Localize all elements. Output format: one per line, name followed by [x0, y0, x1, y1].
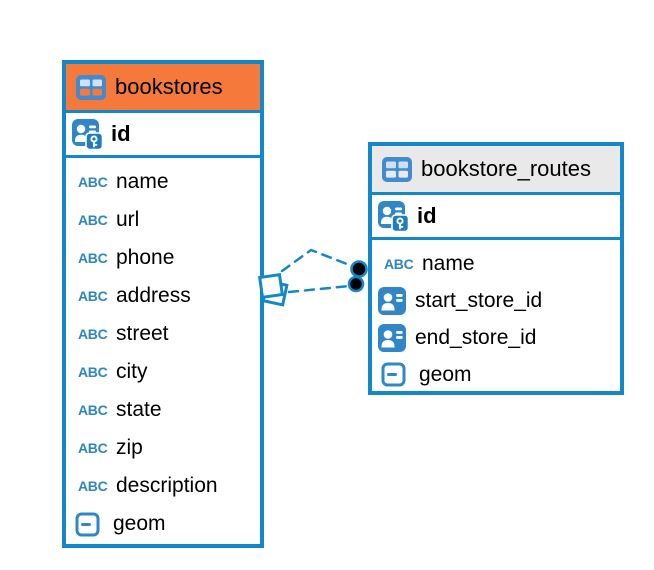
column-row[interactable]: geom — [372, 356, 620, 393]
varchar-type-icon: ABC — [78, 288, 108, 304]
relation-target-dot[interactable] — [350, 260, 368, 278]
primary-key-name: id — [111, 121, 131, 146]
primary-key-icon — [378, 200, 409, 232]
column-name: name — [422, 251, 475, 275]
column-row[interactable]: ABC state — [66, 391, 260, 429]
varchar-type-icon: ABC — [78, 326, 108, 342]
relation-line[interactable] — [287, 284, 352, 294]
object-type-icon — [378, 362, 410, 387]
column-list: ABC name ABC url ABC phone ABC address A… — [66, 158, 260, 543]
table-icon — [76, 74, 106, 100]
table-header[interactable]: bookstore_routes — [372, 146, 620, 195]
relation-target-dot[interactable] — [347, 275, 365, 293]
varchar-type-icon: ABC — [78, 478, 108, 494]
varchar-type-icon: ABC — [78, 250, 108, 266]
varchar-type-icon: ABC — [78, 364, 108, 380]
column-name: description — [116, 474, 218, 497]
column-row[interactable]: ABC name — [372, 245, 620, 282]
varchar-type-icon: ABC — [78, 440, 108, 456]
column-name: name — [116, 170, 169, 193]
column-list: ABC name start_store_id — [372, 240, 620, 393]
column-name: state — [116, 398, 162, 421]
column-row[interactable]: ABC street — [66, 315, 260, 353]
column-row[interactable]: ABC zip — [66, 429, 260, 467]
column-row[interactable]: ABC description — [66, 467, 260, 505]
varchar-type-icon: ABC — [78, 174, 108, 190]
object-type-icon — [72, 512, 104, 537]
column-name: phone — [116, 246, 175, 269]
column-name: start_store_id — [415, 288, 543, 312]
column-name: url — [116, 208, 140, 231]
column-name: geom — [419, 362, 472, 386]
table-icon — [382, 156, 412, 182]
column-name: city — [116, 360, 148, 383]
foreign-key-ref-icon — [378, 323, 406, 352]
primary-key-name: id — [417, 203, 437, 228]
column-row[interactable]: end_store_id — [372, 319, 620, 356]
table-title: bookstores — [115, 74, 223, 99]
column-name: end_store_id — [415, 325, 537, 349]
column-row-pk[interactable]: id — [66, 113, 260, 158]
varchar-type-icon: ABC — [78, 402, 108, 418]
column-row[interactable]: ABC phone — [66, 239, 260, 277]
table-bookstore-routes[interactable]: bookstore_routes id ABC name — [368, 142, 624, 395]
table-title: bookstore_routes — [421, 156, 591, 181]
table-bookstores[interactable]: bookstores id ABC name — [62, 60, 264, 548]
column-row[interactable]: geom — [66, 505, 260, 543]
column-name: zip — [116, 436, 143, 459]
relation-line[interactable] — [280, 248, 354, 273]
column-row-pk[interactable]: id — [372, 195, 620, 240]
column-name: street — [116, 322, 169, 345]
varchar-type-icon: ABC — [384, 255, 414, 272]
column-row[interactable]: ABC address — [66, 277, 260, 315]
column-name: address — [116, 284, 191, 307]
foreign-key-ref-icon — [378, 286, 406, 315]
column-name: geom — [113, 512, 166, 535]
primary-key-icon — [72, 118, 103, 150]
column-row[interactable]: ABC city — [66, 353, 260, 391]
column-row[interactable]: start_store_id — [372, 282, 620, 319]
table-header[interactable]: bookstores — [66, 64, 260, 113]
column-row[interactable]: ABC url — [66, 201, 260, 239]
varchar-type-icon: ABC — [78, 212, 108, 228]
column-row[interactable]: ABC name — [66, 163, 260, 201]
